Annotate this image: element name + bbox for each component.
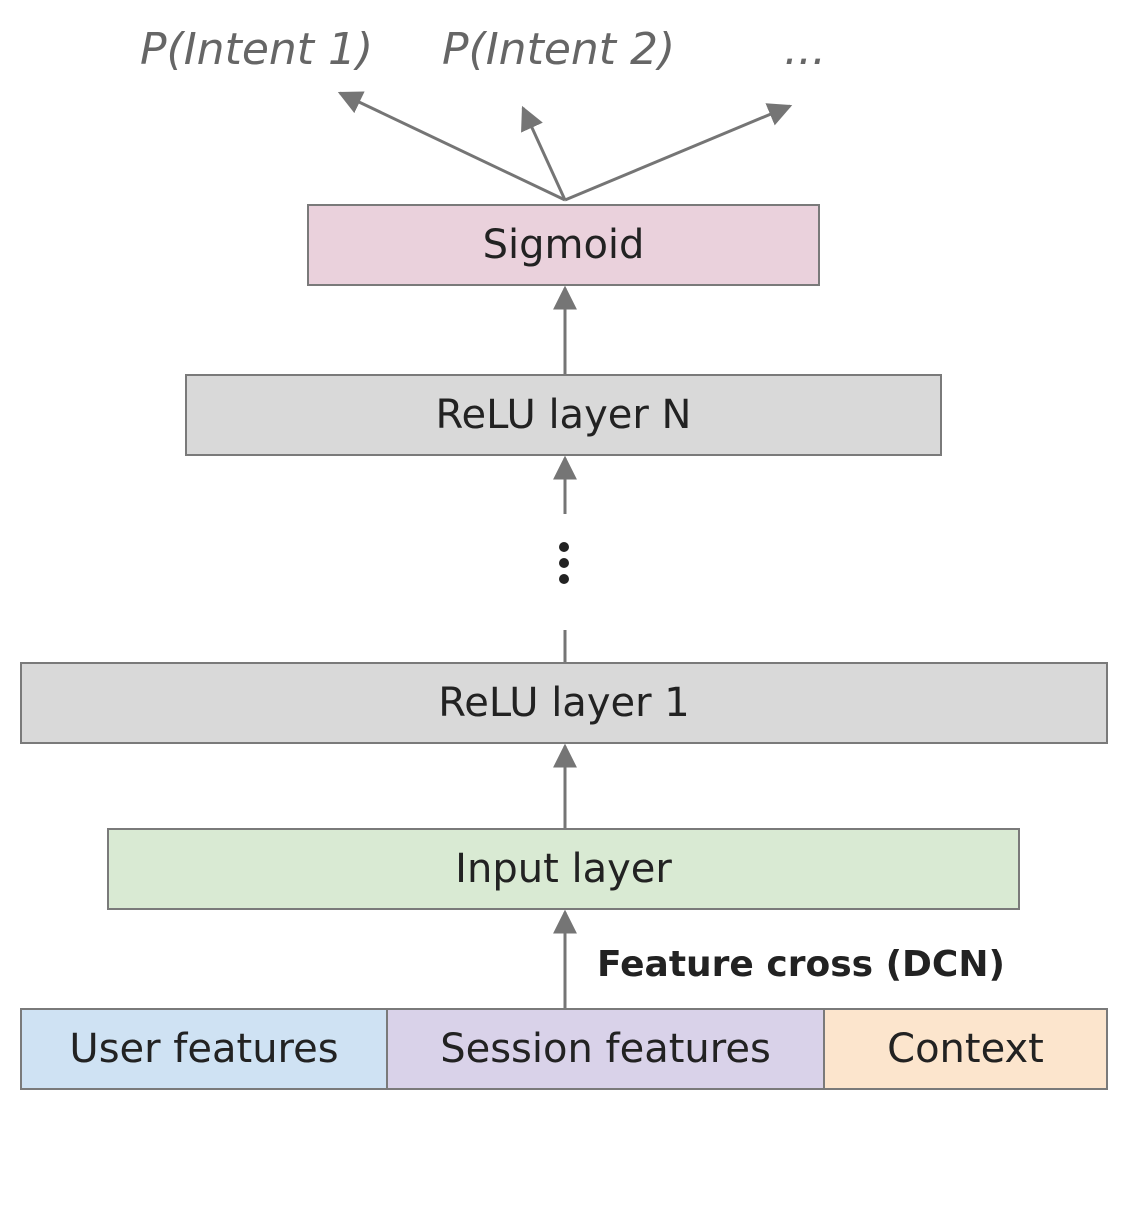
- sigmoid-layer-box: Sigmoid: [307, 204, 820, 286]
- output-label-intent-1: P(Intent 1): [140, 24, 374, 75]
- session-features-label: Session features: [440, 1026, 771, 1072]
- user-features-box: User features: [20, 1008, 386, 1090]
- relu-layer-n-label: ReLU layer N: [435, 392, 692, 438]
- relu-layer-n-box: ReLU layer N: [185, 374, 942, 456]
- feature-row: User features Session features Context: [20, 1008, 1108, 1090]
- context-label: Context: [887, 1026, 1044, 1072]
- output-label-intent-2: P(Intent 2): [442, 24, 676, 75]
- relu-layer-1-box: ReLU layer 1: [20, 662, 1108, 744]
- context-box: Context: [823, 1008, 1108, 1090]
- input-layer-box: Input layer: [107, 828, 1020, 910]
- session-features-box: Session features: [386, 1008, 823, 1090]
- arrow-to-intent-2: [521, 105, 567, 201]
- input-layer-label: Input layer: [455, 846, 672, 892]
- arrow-to-intent-more: [564, 103, 793, 202]
- sigmoid-layer-label: Sigmoid: [482, 222, 645, 268]
- arrow-to-intent-1: [337, 91, 566, 202]
- feature-cross-label: Feature cross (DCN): [597, 944, 1005, 985]
- user-features-label: User features: [69, 1026, 339, 1072]
- output-label-more: ...: [784, 24, 826, 75]
- relu-layer-1-label: ReLU layer 1: [438, 680, 690, 726]
- ellipsis-vertical-icon: [556, 542, 572, 586]
